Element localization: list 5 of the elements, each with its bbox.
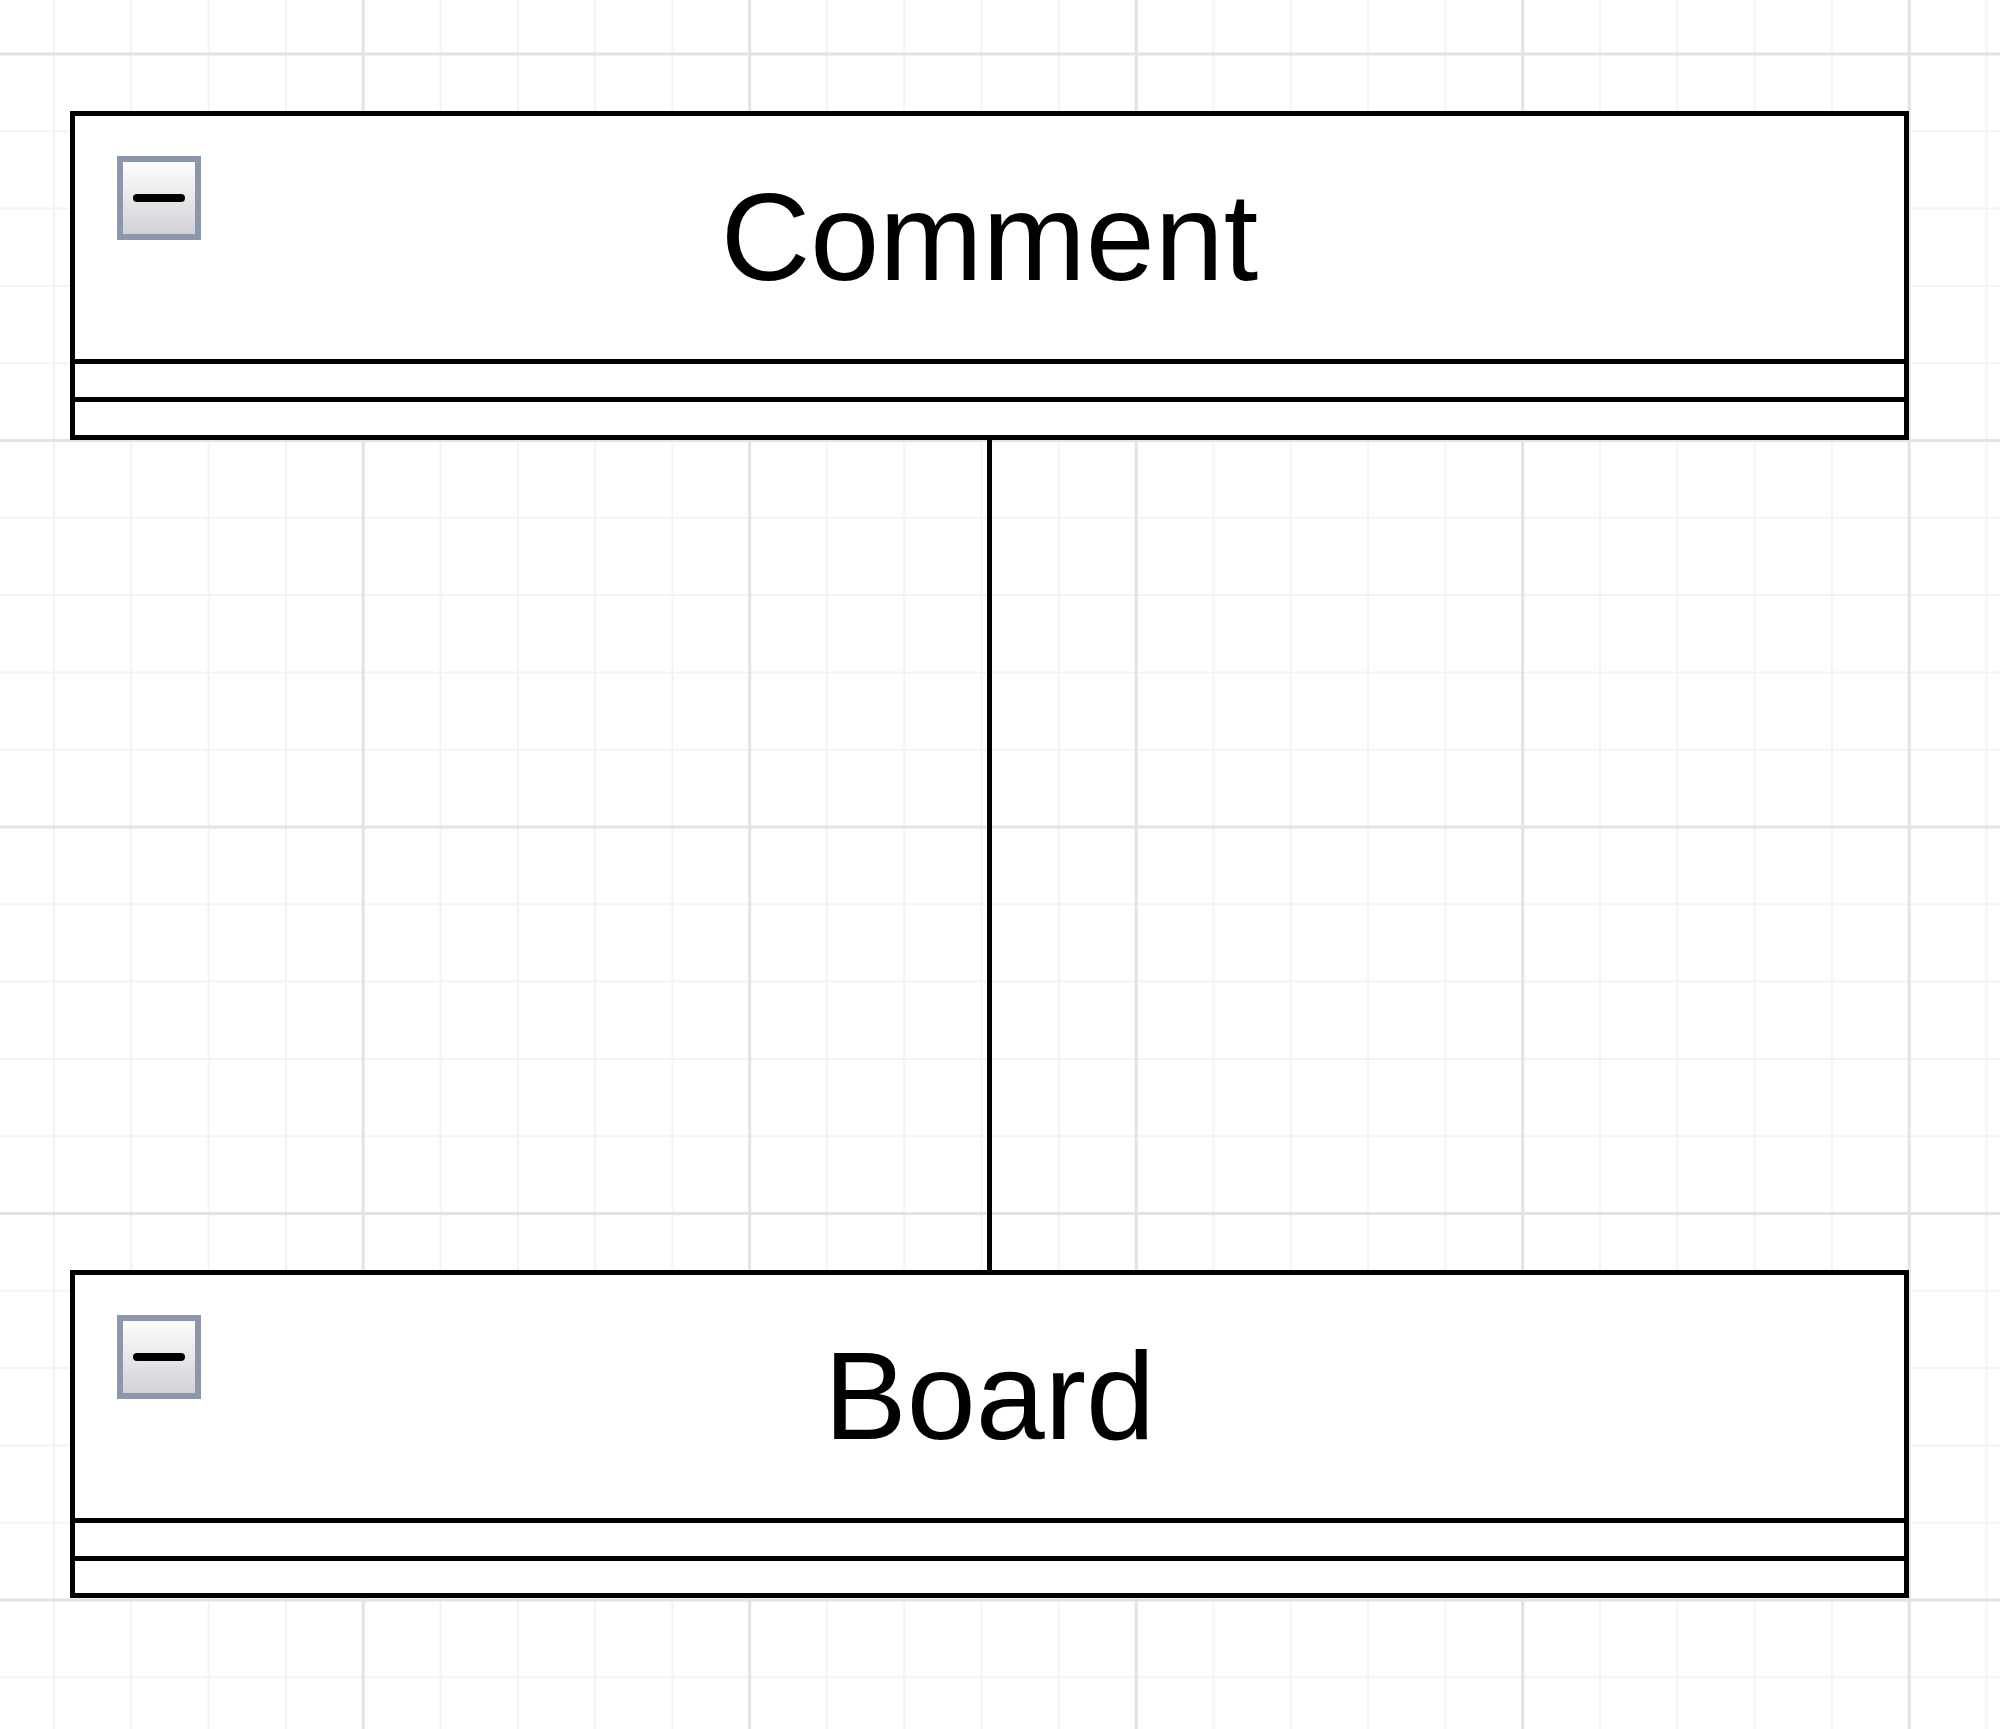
class-box [70,111,1909,440]
connector-line [987,440,992,1270]
class-box [70,1270,1909,1598]
class-name: Board [824,1326,1155,1468]
class-name: Comment [720,167,1259,309]
